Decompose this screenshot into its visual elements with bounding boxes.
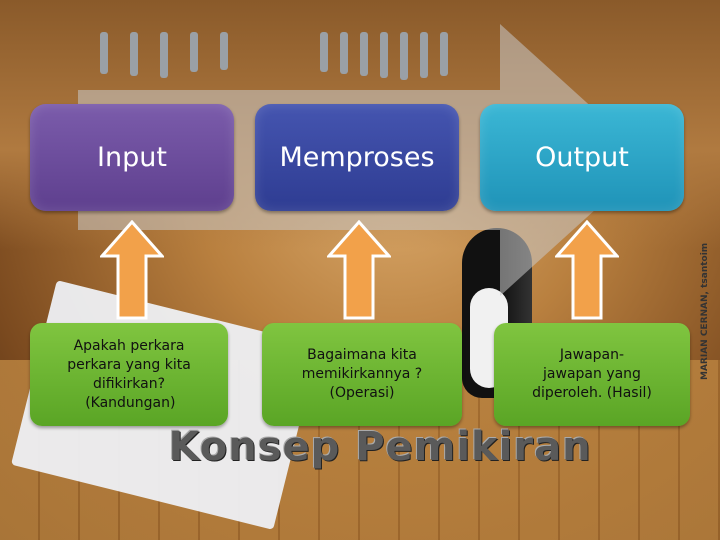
up-arrow-icon xyxy=(327,220,391,320)
input-step-label: Input xyxy=(97,142,167,173)
wrench-rack-image xyxy=(90,32,470,92)
description-line: (Kandungan) xyxy=(85,394,176,411)
output-description: Jawapan- jawapan yang diperoleh. (Hasil) xyxy=(494,323,690,426)
process-step-label: Memproses xyxy=(279,142,435,173)
page-title: Konsep Pemikiran xyxy=(168,424,592,470)
output-step: Output xyxy=(480,104,684,211)
up-arrow-icon xyxy=(100,220,164,320)
description-line: perkara yang kita xyxy=(67,356,191,373)
output-step-label: Output xyxy=(535,142,629,173)
description-line: difikirkan? xyxy=(92,375,166,392)
description-line: diperoleh. (Hasil) xyxy=(532,385,652,401)
description-line: Jawapan- xyxy=(559,347,625,363)
up-arrow-icon xyxy=(555,220,619,320)
description-line: Apakah perkara xyxy=(73,337,185,354)
description-line: (Operasi) xyxy=(329,385,395,401)
image-credit: MARIAN CERNAN, tsantoim xyxy=(700,242,710,380)
input-description: Apakah perkara perkara yang kita difikir… xyxy=(30,323,228,426)
description-line: memikirkannya ? xyxy=(301,366,423,382)
process-step: Memproses xyxy=(255,104,459,211)
description-line: Bagaimana kita xyxy=(307,347,417,363)
input-step: Input xyxy=(30,104,234,211)
process-description: Bagaimana kita memikirkannya ? (Operasi) xyxy=(262,323,462,426)
description-line: jawapan yang xyxy=(543,366,641,382)
